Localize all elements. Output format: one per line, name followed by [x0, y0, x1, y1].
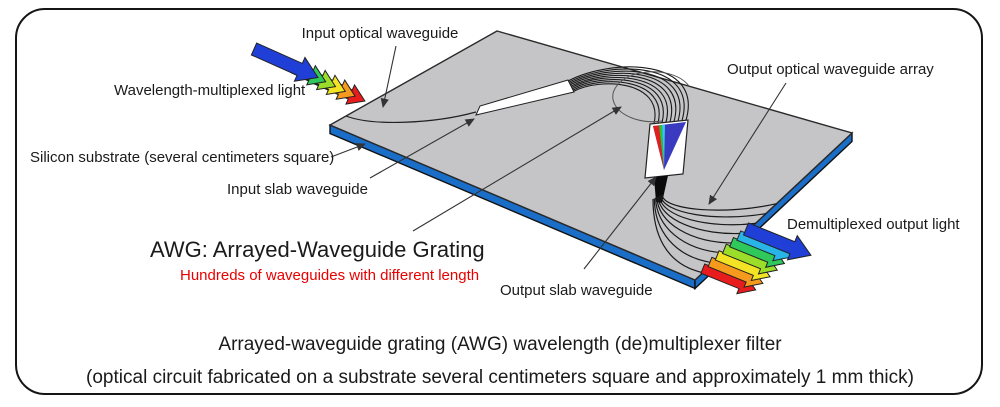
arrayed-waveguide-line [570, 74, 673, 123]
light-arrow [742, 222, 812, 261]
output-slab-waveguide-shape [644, 119, 689, 179]
input-optical-waveguide-path [345, 111, 477, 123]
arrayed-waveguides-group [567, 66, 689, 124]
label-output-slab-waveguide: Output slab waveguide [500, 282, 653, 299]
arrayed-waveguide-line [569, 70, 681, 122]
waveguide-loop-arc [612, 71, 690, 123]
label-output-optical-waveguide-array: Output optical waveguide array [727, 61, 934, 78]
output-waveguide-line [657, 196, 745, 235]
arrayed-waveguide-line [573, 83, 656, 124]
output-waveguide-bundle-wedge [654, 175, 668, 203]
arrayed-waveguide-line [571, 77, 669, 123]
pointer-silicon-substrate [330, 143, 366, 158]
pointer-awg-grating [412, 106, 622, 232]
output-waveguide-line [655, 197, 724, 254]
label-input-optical-waveguide: Input optical waveguide [301, 25, 459, 42]
light-arrow [250, 42, 319, 82]
arrayed-waveguide-line [571, 79, 664, 123]
pointer-output-waveguide-array [708, 82, 787, 205]
dispersion-fan-cyan [662, 124, 665, 170]
output-light-arrows-group [700, 222, 812, 295]
arrayed-waveguide-line [567, 66, 689, 121]
input-slab-waveguide-shape [475, 79, 575, 116]
dispersion-fan-red [653, 125, 664, 170]
dispersion-fan-green [659, 125, 664, 170]
output-waveguide-line [652, 198, 703, 274]
pointer-input-slab-waveguide [369, 118, 475, 179]
label-input-slab-waveguide: Input slab waveguide [227, 181, 368, 198]
output-waveguide-line [661, 194, 777, 211]
label-demultiplexed-output-light: Demultiplexed output light [787, 216, 960, 233]
output-waveguide-line [658, 195, 756, 226]
label-awg-title: AWG: Arrayed-Waveguide Grating [150, 237, 485, 262]
caption-title: Arrayed-waveguide grating (AWG) waveleng… [218, 334, 782, 355]
arrayed-waveguide-line [569, 72, 677, 122]
arrayed-waveguide-line [572, 81, 660, 124]
output-waveguide-line [653, 198, 714, 264]
label-awg-subtitle: Hundreds of waveguides with different le… [180, 267, 480, 284]
output-waveguide-line [656, 197, 735, 244]
label-wavelength-multiplexed-light: Wavelength-multiplexed light [114, 82, 306, 99]
caption-subtitle: (optical circuit fabricated on a substra… [86, 367, 914, 388]
label-silicon-substrate: Silicon substrate (several centimeters s… [30, 149, 335, 166]
input-light-arrows-group [250, 42, 366, 105]
arrayed-waveguide-line [568, 68, 685, 121]
pointer-output-slab-waveguide [583, 176, 657, 270]
pointer-input-optical-waveguide [380, 45, 397, 108]
output-waveguide-line [660, 195, 767, 218]
output-waveguide-array-group [652, 194, 777, 274]
